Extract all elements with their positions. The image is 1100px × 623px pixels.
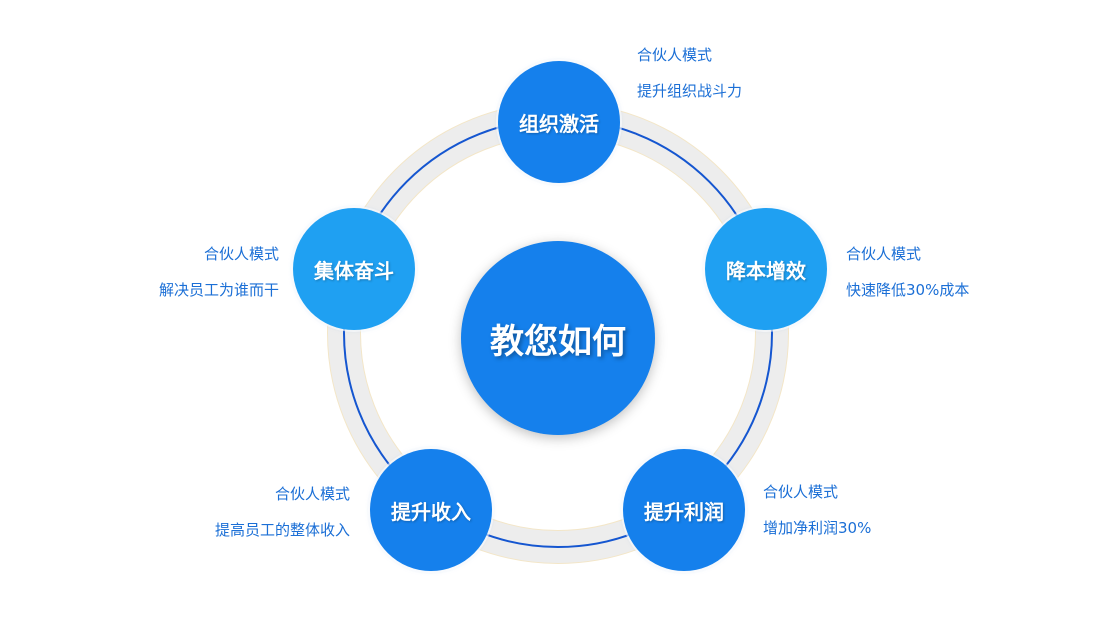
node-bottom-right: 提升利润 — [623, 449, 745, 571]
node-left-desc: 合伙人模式 解决员工为谁而干 — [159, 236, 279, 308]
desc-line2: 提高员工的整体收入 — [214, 521, 350, 539]
node-right: 降本增效 — [705, 208, 827, 330]
node-top-desc: 合伙人模式 提升组织战斗力 — [637, 37, 742, 109]
node-bottom-right-desc: 合伙人模式 增加净利润30% — [763, 474, 871, 546]
desc-line1: 合伙人模式 — [846, 245, 922, 263]
center-node: 教您如何 — [461, 241, 655, 435]
node-left: 集体奋斗 — [293, 208, 415, 330]
node-top: 组织激活 — [498, 61, 620, 183]
node-title: 提升利润 — [644, 499, 724, 524]
node-title: 集体奋斗 — [314, 258, 394, 283]
center-title: 教您如何 — [490, 321, 626, 362]
node-title: 组织激活 — [519, 111, 599, 136]
desc-line1: 合伙人模式 — [763, 483, 839, 501]
desc-line2: 解决员工为谁而干 — [158, 281, 279, 299]
node-title: 提升收入 — [391, 499, 471, 524]
desc-line2: 提升组织战斗力 — [637, 82, 743, 100]
desc-line1: 合伙人模式 — [274, 485, 350, 503]
node-title: 降本增效 — [726, 258, 806, 283]
desc-line2: 快速降低30%成本 — [846, 281, 970, 299]
desc-line2: 增加净利润30% — [763, 519, 872, 537]
node-bottom-left-desc: 合伙人模式 提高员工的整体收入 — [215, 476, 350, 548]
node-bottom-left: 提升收入 — [370, 449, 492, 571]
desc-line1: 合伙人模式 — [203, 245, 279, 263]
node-right-desc: 合伙人模式 快速降低30%成本 — [846, 236, 969, 308]
desc-line1: 合伙人模式 — [637, 46, 713, 64]
